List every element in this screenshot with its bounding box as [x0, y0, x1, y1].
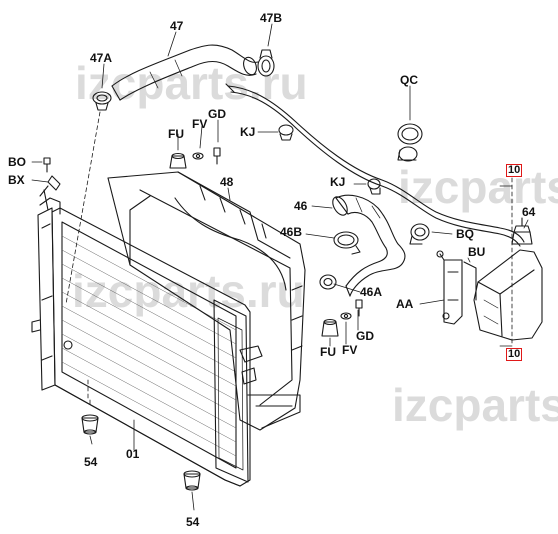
- clamp-kj-top: [278, 124, 294, 141]
- ref-box-10-top[interactable]: 10: [506, 164, 523, 177]
- label-46: 46: [294, 199, 308, 213]
- label-fv-mid: FV: [342, 343, 358, 357]
- label-fv-top: FV: [192, 117, 208, 131]
- label-gd-mid: GD: [356, 329, 374, 343]
- radiator: [31, 189, 263, 487]
- label-bo: BO: [8, 155, 26, 169]
- label-fu-top: FU: [168, 127, 184, 141]
- label-46a: 46A: [360, 285, 383, 299]
- label-01: 01: [126, 447, 140, 461]
- label-fu-mid: FU: [320, 345, 336, 359]
- label-64: 64: [522, 205, 536, 219]
- tank-bracket-bu: [463, 261, 477, 301]
- label-kj-mid: KJ: [330, 175, 346, 189]
- grommet-54-upper: [81, 414, 99, 435]
- watermark: izcparts.ru: [398, 161, 558, 213]
- label-54-lower: 54: [186, 515, 200, 529]
- label-54-upper: 54: [84, 455, 98, 469]
- label-47: 47: [170, 19, 184, 33]
- clamp-47b: [257, 49, 275, 77]
- leader-lines: [31, 23, 529, 511]
- upper-hose: [111, 44, 259, 101]
- clamp-qc: [397, 123, 423, 162]
- fastener-set-mid: [321, 299, 363, 337]
- watermark: izcparts.ru: [392, 379, 558, 431]
- reservoir-tank: [473, 217, 543, 341]
- bracket-aa: [436, 250, 463, 325]
- fastener-set-top: [169, 147, 221, 169]
- watermark: izcparts.ru: [72, 265, 305, 317]
- label-bx: BX: [8, 173, 25, 187]
- label-48: 48: [220, 175, 234, 189]
- clip-bx: [39, 175, 61, 197]
- bolt-bo: [43, 157, 51, 173]
- grommet-54-lower: [183, 470, 201, 491]
- lower-hose: [332, 194, 406, 297]
- clamp-kj-mid: [367, 178, 381, 195]
- clamp-47a: [92, 91, 112, 111]
- clamp-46b: [333, 231, 361, 255]
- label-46b: 46B: [280, 225, 303, 239]
- label-bu: BU: [468, 245, 486, 259]
- label-47a: 47A: [90, 51, 113, 65]
- label-gd-top: GD: [208, 107, 226, 121]
- ref-box-10-bottom[interactable]: 10: [506, 348, 523, 361]
- clamp-bq: [409, 223, 430, 245]
- label-kj-top: KJ: [240, 125, 256, 139]
- clamp-46a: [319, 274, 337, 290]
- label-bq: BQ: [456, 227, 474, 241]
- label-qc: QC: [400, 73, 418, 87]
- label-aa: AA: [396, 297, 414, 311]
- overflow-tube: [225, 83, 525, 247]
- label-47b: 47B: [260, 11, 283, 25]
- fan-shroud: [107, 171, 306, 431]
